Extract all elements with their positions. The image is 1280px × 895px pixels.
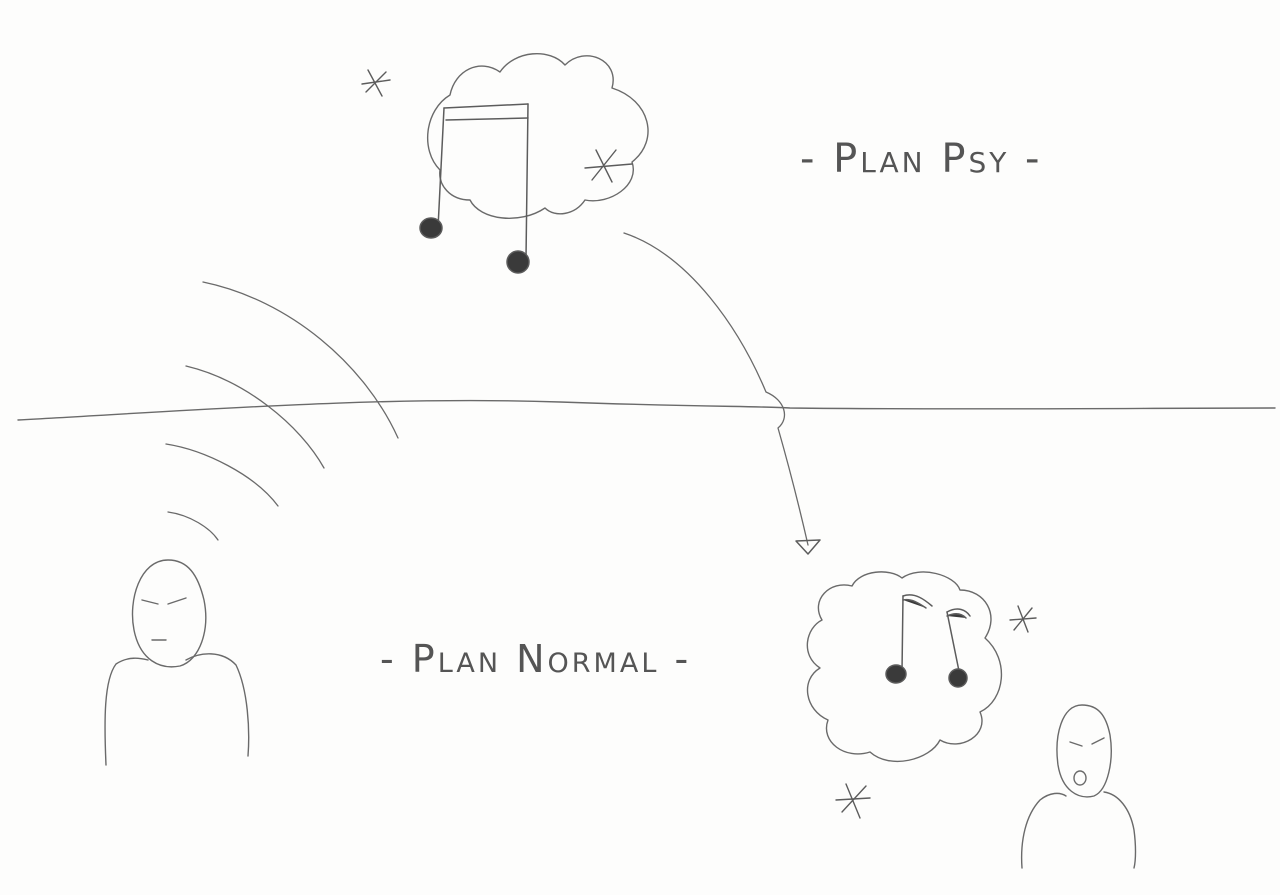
label-plan-psy: - Plan Psy - xyxy=(800,136,1042,182)
listener-head xyxy=(131,559,207,668)
plane-divider-line xyxy=(17,399,1276,421)
spark-icon-bottom-right xyxy=(1009,605,1037,633)
singer-body xyxy=(1020,791,1137,869)
sound-wave-arcs xyxy=(165,281,399,541)
listener-figure xyxy=(104,559,250,766)
thought-cloud-bottom xyxy=(806,571,1003,763)
listener-body xyxy=(104,653,250,766)
listener-eyebrow-left xyxy=(141,599,159,605)
arrow-head-icon xyxy=(795,539,821,555)
label-plan-normal: - Plan Normal - xyxy=(380,637,691,681)
singer-figure xyxy=(1020,704,1137,869)
singer-mouth-open xyxy=(1073,770,1087,786)
spark-icon-top-left xyxy=(361,69,391,97)
singer-eye-right xyxy=(1091,737,1105,745)
spark-icon-bottom-left xyxy=(835,783,871,819)
transmission-arrow-curve xyxy=(623,232,809,546)
listener-eyebrow-right xyxy=(167,597,187,605)
flagged-eighth-notes-icon xyxy=(885,594,971,688)
beamed-eighth-notes-icon xyxy=(419,103,530,274)
singer-eye-left xyxy=(1069,741,1083,747)
spark-icon-top-right xyxy=(584,149,633,183)
singer-head xyxy=(1056,704,1112,798)
thought-cloud-top xyxy=(426,53,649,219)
